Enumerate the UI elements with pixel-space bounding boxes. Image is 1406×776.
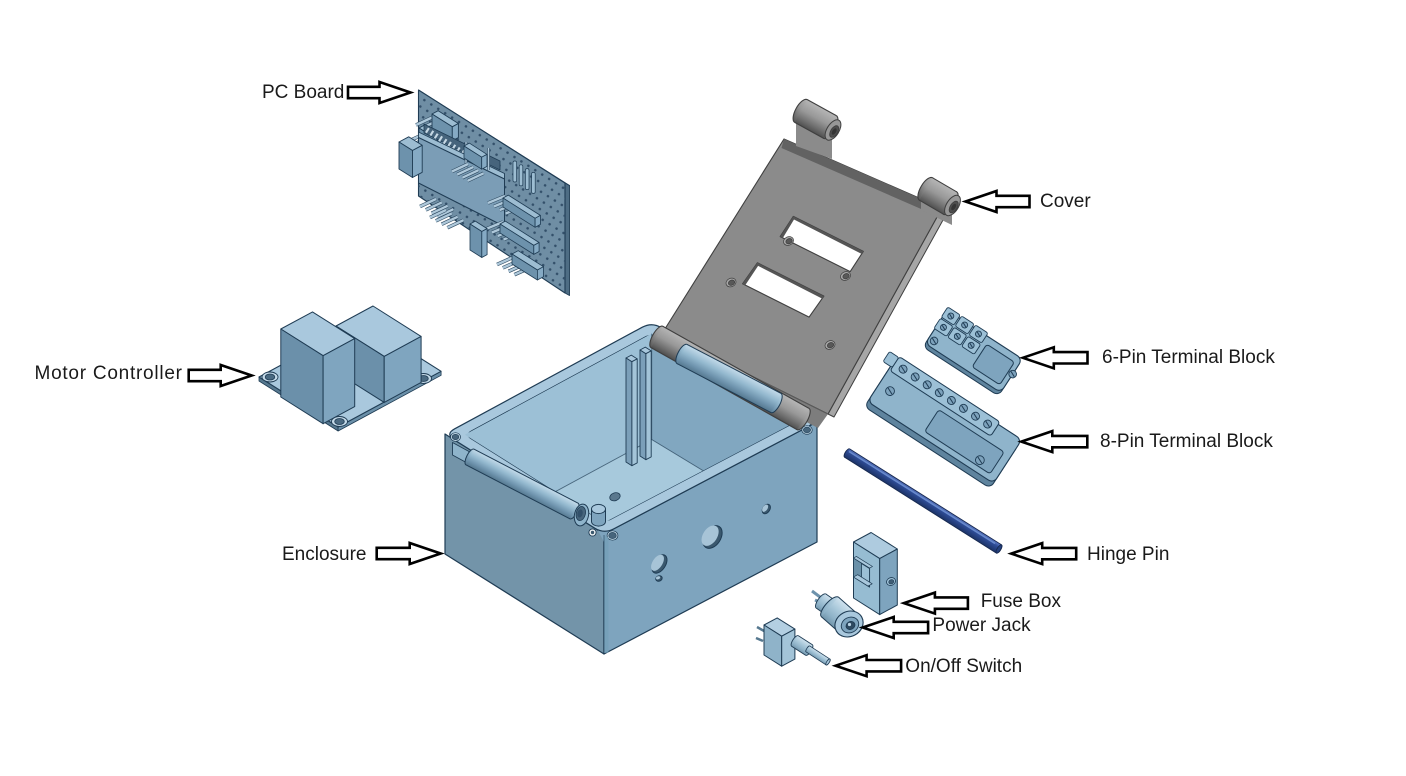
svg-text:PC Board: PC Board (262, 82, 344, 103)
svg-text:Power Jack: Power Jack (932, 615, 1031, 636)
svg-text:Motor Controller: Motor Controller (35, 363, 183, 384)
svg-text:6-Pin Terminal Block: 6-Pin Terminal Block (1102, 347, 1275, 368)
svg-text:Hinge Pin: Hinge Pin (1087, 544, 1169, 565)
svg-text:8-Pin Terminal Block: 8-Pin Terminal Block (1100, 431, 1273, 452)
svg-text:On/Off Switch: On/Off Switch (905, 656, 1022, 677)
svg-text:Enclosure: Enclosure (282, 544, 367, 565)
svg-text:Cover: Cover (1040, 191, 1091, 212)
svg-text:Fuse Box: Fuse Box (981, 591, 1062, 612)
